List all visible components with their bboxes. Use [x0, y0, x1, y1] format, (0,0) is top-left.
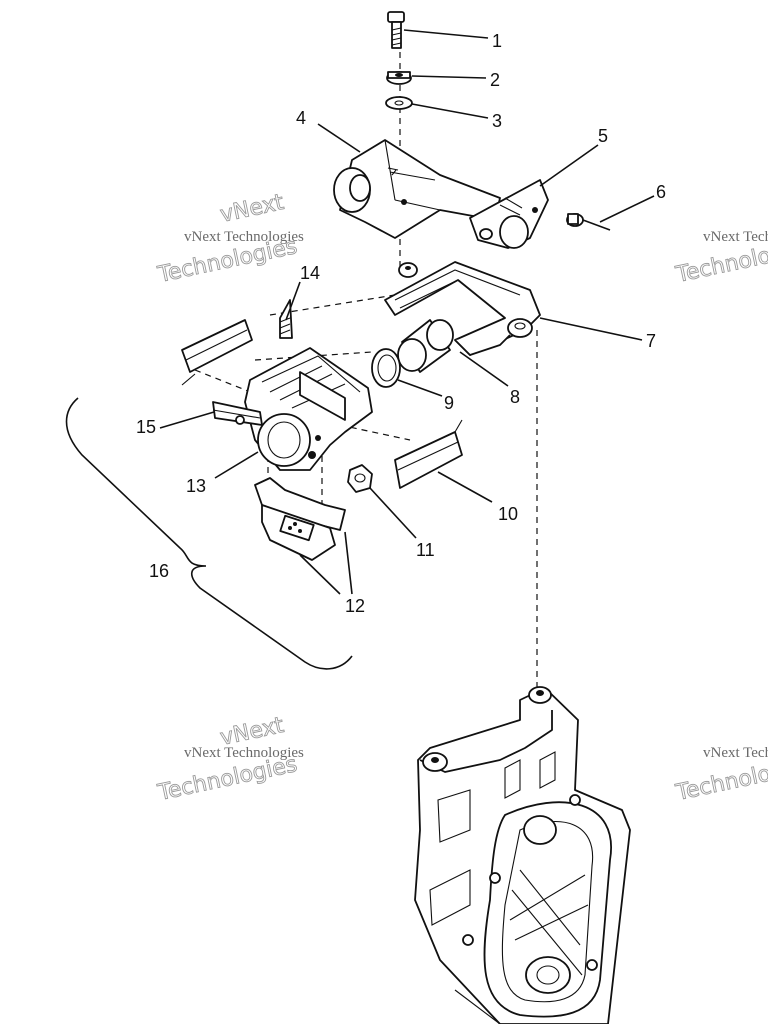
watermark-right-bottom: vNext Technologies Technologies [673, 745, 768, 807]
part-mount-bracket [333, 139, 501, 239]
callout-8: 8 [510, 387, 520, 407]
part-lock-nut [347, 464, 373, 493]
callout-11: 11 [416, 540, 435, 560]
callout-4: 4 [296, 108, 306, 128]
part-chaincase-housing [414, 686, 631, 1024]
callout-10: 10 [498, 504, 518, 524]
part-brake-line [212, 401, 263, 426]
watermark-line1: vNext Technologies [703, 745, 768, 761]
callout-12: 12 [345, 596, 365, 616]
part-shim-left [181, 319, 253, 386]
part-bolt [387, 11, 405, 49]
callout-6: 6 [656, 182, 666, 202]
part-screw [566, 213, 611, 231]
part-shim-right [394, 419, 463, 489]
callout-labels: 1 2 3 4 5 6 7 8 9 10 11 12 13 14 15 16 [136, 31, 666, 616]
watermark-line1: vNext Technologies [184, 745, 304, 761]
part-seal-ring [371, 348, 401, 388]
watermark-right-top: vNext Technologies Technologies [673, 229, 768, 289]
part-washer [385, 96, 413, 110]
callout-2: 2 [490, 70, 500, 90]
callout-5: 5 [598, 126, 608, 146]
callout-16: 16 [149, 561, 169, 581]
part-yoke-frame [384, 261, 541, 356]
callout-1: 1 [492, 31, 502, 51]
callout-9: 9 [444, 393, 454, 413]
callout-13: 13 [186, 476, 206, 496]
callout-7: 7 [646, 331, 656, 351]
part-clamp-arm [469, 179, 549, 249]
watermark-left-bottom: vNext vNext Technologies Technologies [155, 713, 304, 807]
leader-lines [159, 29, 655, 595]
callout-14: 14 [300, 263, 320, 283]
part-piston [397, 319, 454, 373]
watermark-line1: vNext Technologies [184, 229, 304, 245]
callout-15: 15 [136, 417, 156, 437]
part-brake-pads [254, 477, 346, 561]
watermark-line1: vNext Technologies [703, 229, 768, 245]
part-nut [386, 71, 412, 85]
watermark-left-top: vNext vNext Technologies Technologies [155, 190, 304, 289]
watermark-brand: vNext [218, 190, 286, 228]
callout-3: 3 [492, 111, 502, 131]
part-caliper-body [244, 347, 373, 471]
assembly-brace [65, 397, 353, 670]
